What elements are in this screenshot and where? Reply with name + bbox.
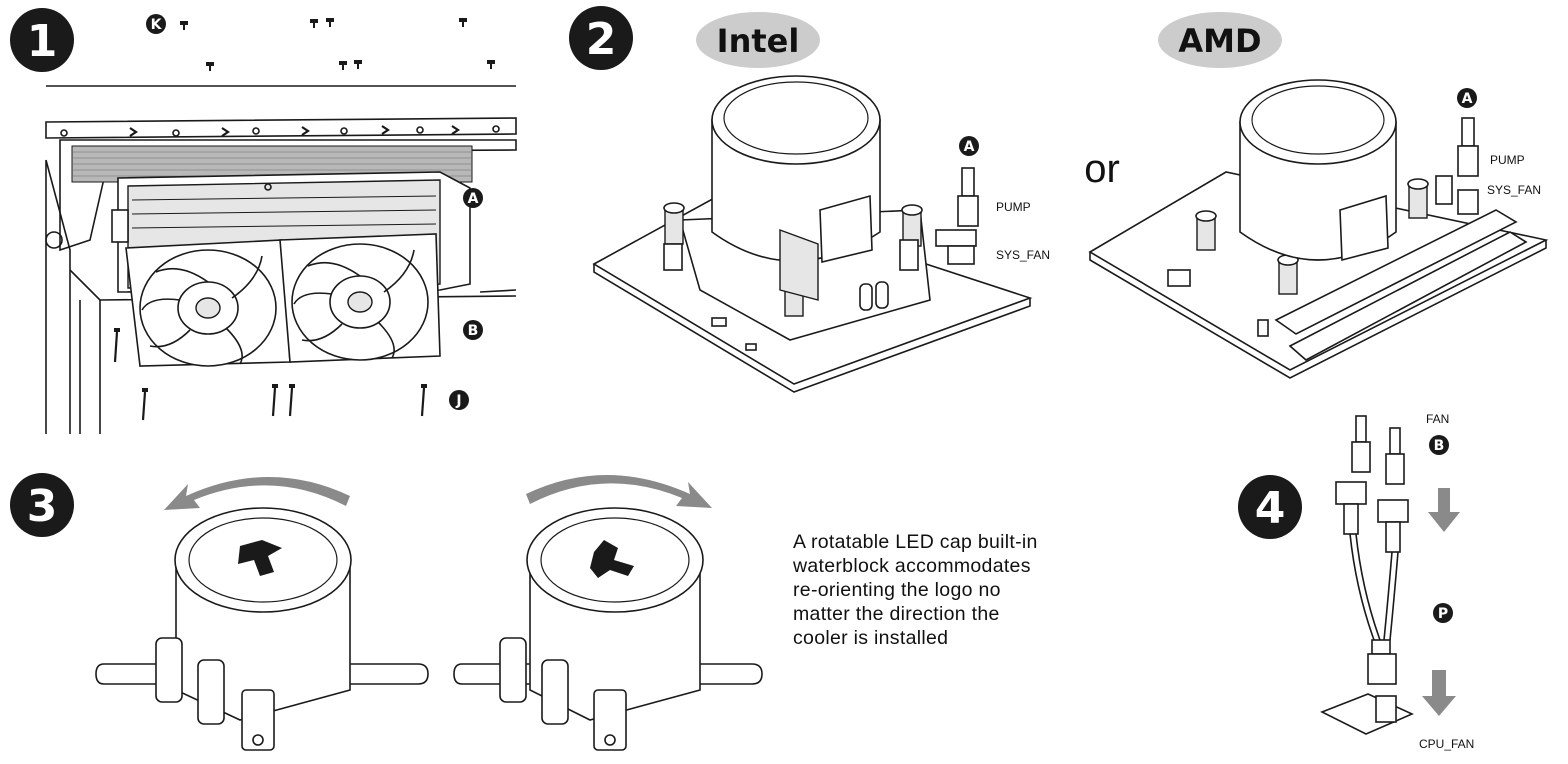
amd-pill: AMD xyxy=(1158,12,1282,68)
step-3-number: 3 xyxy=(27,481,58,532)
intel-pump-label: PUMP xyxy=(996,200,1031,214)
part-j-label: J xyxy=(455,393,461,409)
step-2-number: 2 xyxy=(586,14,617,65)
part-k-badge: K xyxy=(146,14,166,34)
part-a-label-step1: A xyxy=(468,191,479,207)
step-3-panel: 3 xyxy=(10,473,763,751)
part-b-badge-step1: B xyxy=(463,320,483,340)
part-p-badge: P xyxy=(1433,603,1453,623)
step-1-panel: 1 K xyxy=(10,8,517,434)
led-cap-caption: A rotatable LED cap built-in waterblock … xyxy=(793,530,1113,650)
fan-plugs xyxy=(1351,415,1405,485)
part-j-badge: J xyxy=(449,390,469,410)
down-arrow-upper xyxy=(1428,488,1460,532)
step-2-panel: 2 Intel AMD or xyxy=(569,6,1549,393)
rotate-right-arrow xyxy=(526,475,712,508)
amd-screws xyxy=(1195,178,1429,295)
intel-label: Intel xyxy=(717,22,800,60)
intel-headers xyxy=(935,167,979,265)
part-a-badge-amd: A xyxy=(1457,88,1477,108)
intel-pill: Intel xyxy=(696,12,820,68)
part-p-label: P xyxy=(1438,606,1448,622)
step-4-panel: 4 FAN B P xyxy=(1238,412,1474,751)
waterblock-left xyxy=(95,507,429,751)
part-b-label-step4: B xyxy=(1434,438,1445,454)
caption-line-2: waterblock accommodates xyxy=(793,555,1031,577)
fan-label: FAN xyxy=(1426,412,1449,426)
amd-pump-label: PUMP xyxy=(1490,153,1525,167)
fan-left xyxy=(125,239,291,367)
caption-line-1: A rotatable LED cap built-in xyxy=(793,531,1038,553)
part-b-label-step1: B xyxy=(468,323,479,339)
intel-sys-fan-label: SYS_FAN xyxy=(996,248,1050,262)
rotate-left-arrow xyxy=(164,477,350,510)
y-splitter-cable xyxy=(1335,481,1409,685)
part-a-badge-intel: A xyxy=(959,136,979,156)
amd-motherboard xyxy=(1088,79,1549,379)
amd-label: AMD xyxy=(1178,22,1261,60)
step-2-badge: 2 xyxy=(569,6,633,70)
part-k-label: K xyxy=(151,17,163,33)
caption-line-5: cooler is installed xyxy=(793,627,949,649)
amd-headers xyxy=(1435,117,1479,215)
fan-right xyxy=(279,233,441,363)
part-a-badge-step1: A xyxy=(463,188,483,208)
or-label: or xyxy=(1084,147,1120,191)
part-a-label-intel: A xyxy=(964,139,975,155)
short-screws xyxy=(180,18,495,71)
down-arrow-lower xyxy=(1422,670,1456,716)
long-screws xyxy=(113,328,427,421)
part-b-badge-step4: B xyxy=(1429,435,1449,455)
step-1-number: 1 xyxy=(27,16,58,67)
step-3-badge: 3 xyxy=(10,473,74,537)
step-1-badge: 1 xyxy=(10,8,74,72)
waterblock-right xyxy=(453,507,763,751)
caption-line-4: matter the direction the xyxy=(793,603,1000,625)
step-4-number: 4 xyxy=(1255,483,1286,534)
cpu-fan-header-board xyxy=(1320,693,1414,735)
amd-sys-fan-label: SYS_FAN xyxy=(1487,183,1541,197)
cpu-fan-label: CPU_FAN xyxy=(1419,737,1474,751)
caption-line-3: re-orienting the logo no xyxy=(793,579,1001,601)
intel-motherboard xyxy=(592,75,1033,393)
step-4-badge: 4 xyxy=(1238,475,1302,539)
part-a-label-amd: A xyxy=(1462,91,1473,107)
